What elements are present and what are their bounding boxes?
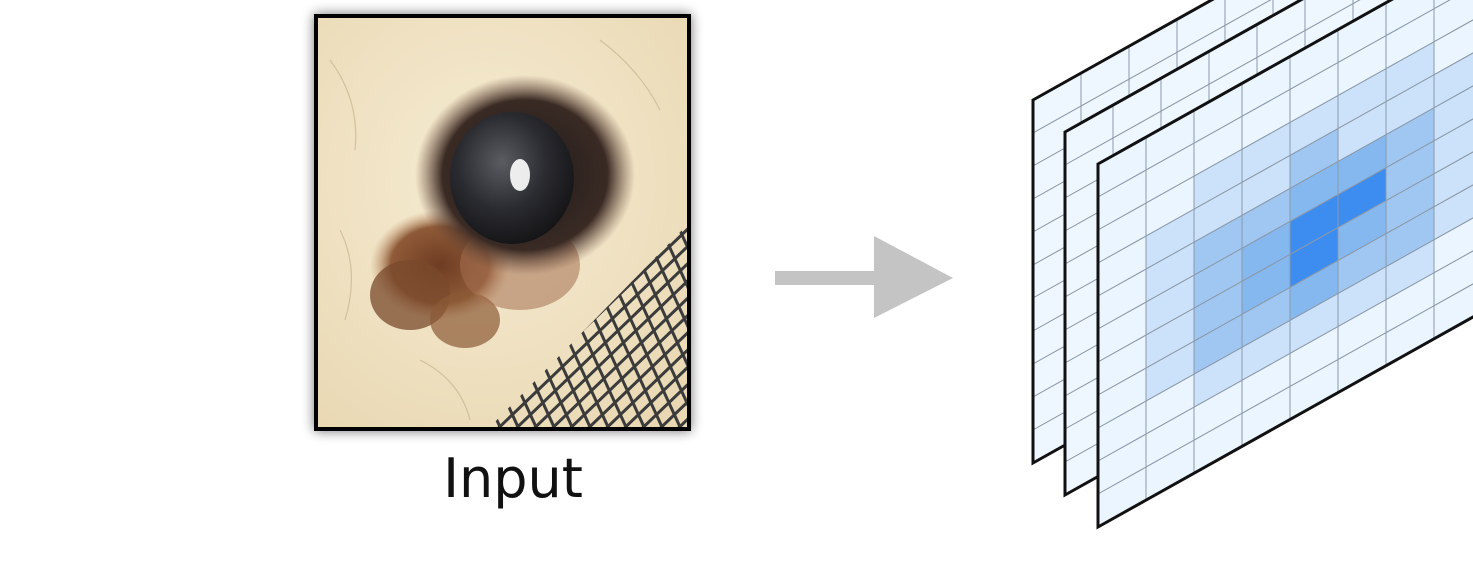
feature-maps bbox=[1033, 0, 1473, 527]
right-arrow-icon bbox=[775, 236, 953, 318]
input-label: Input bbox=[403, 443, 623, 515]
lesion-highlight bbox=[510, 159, 530, 191]
